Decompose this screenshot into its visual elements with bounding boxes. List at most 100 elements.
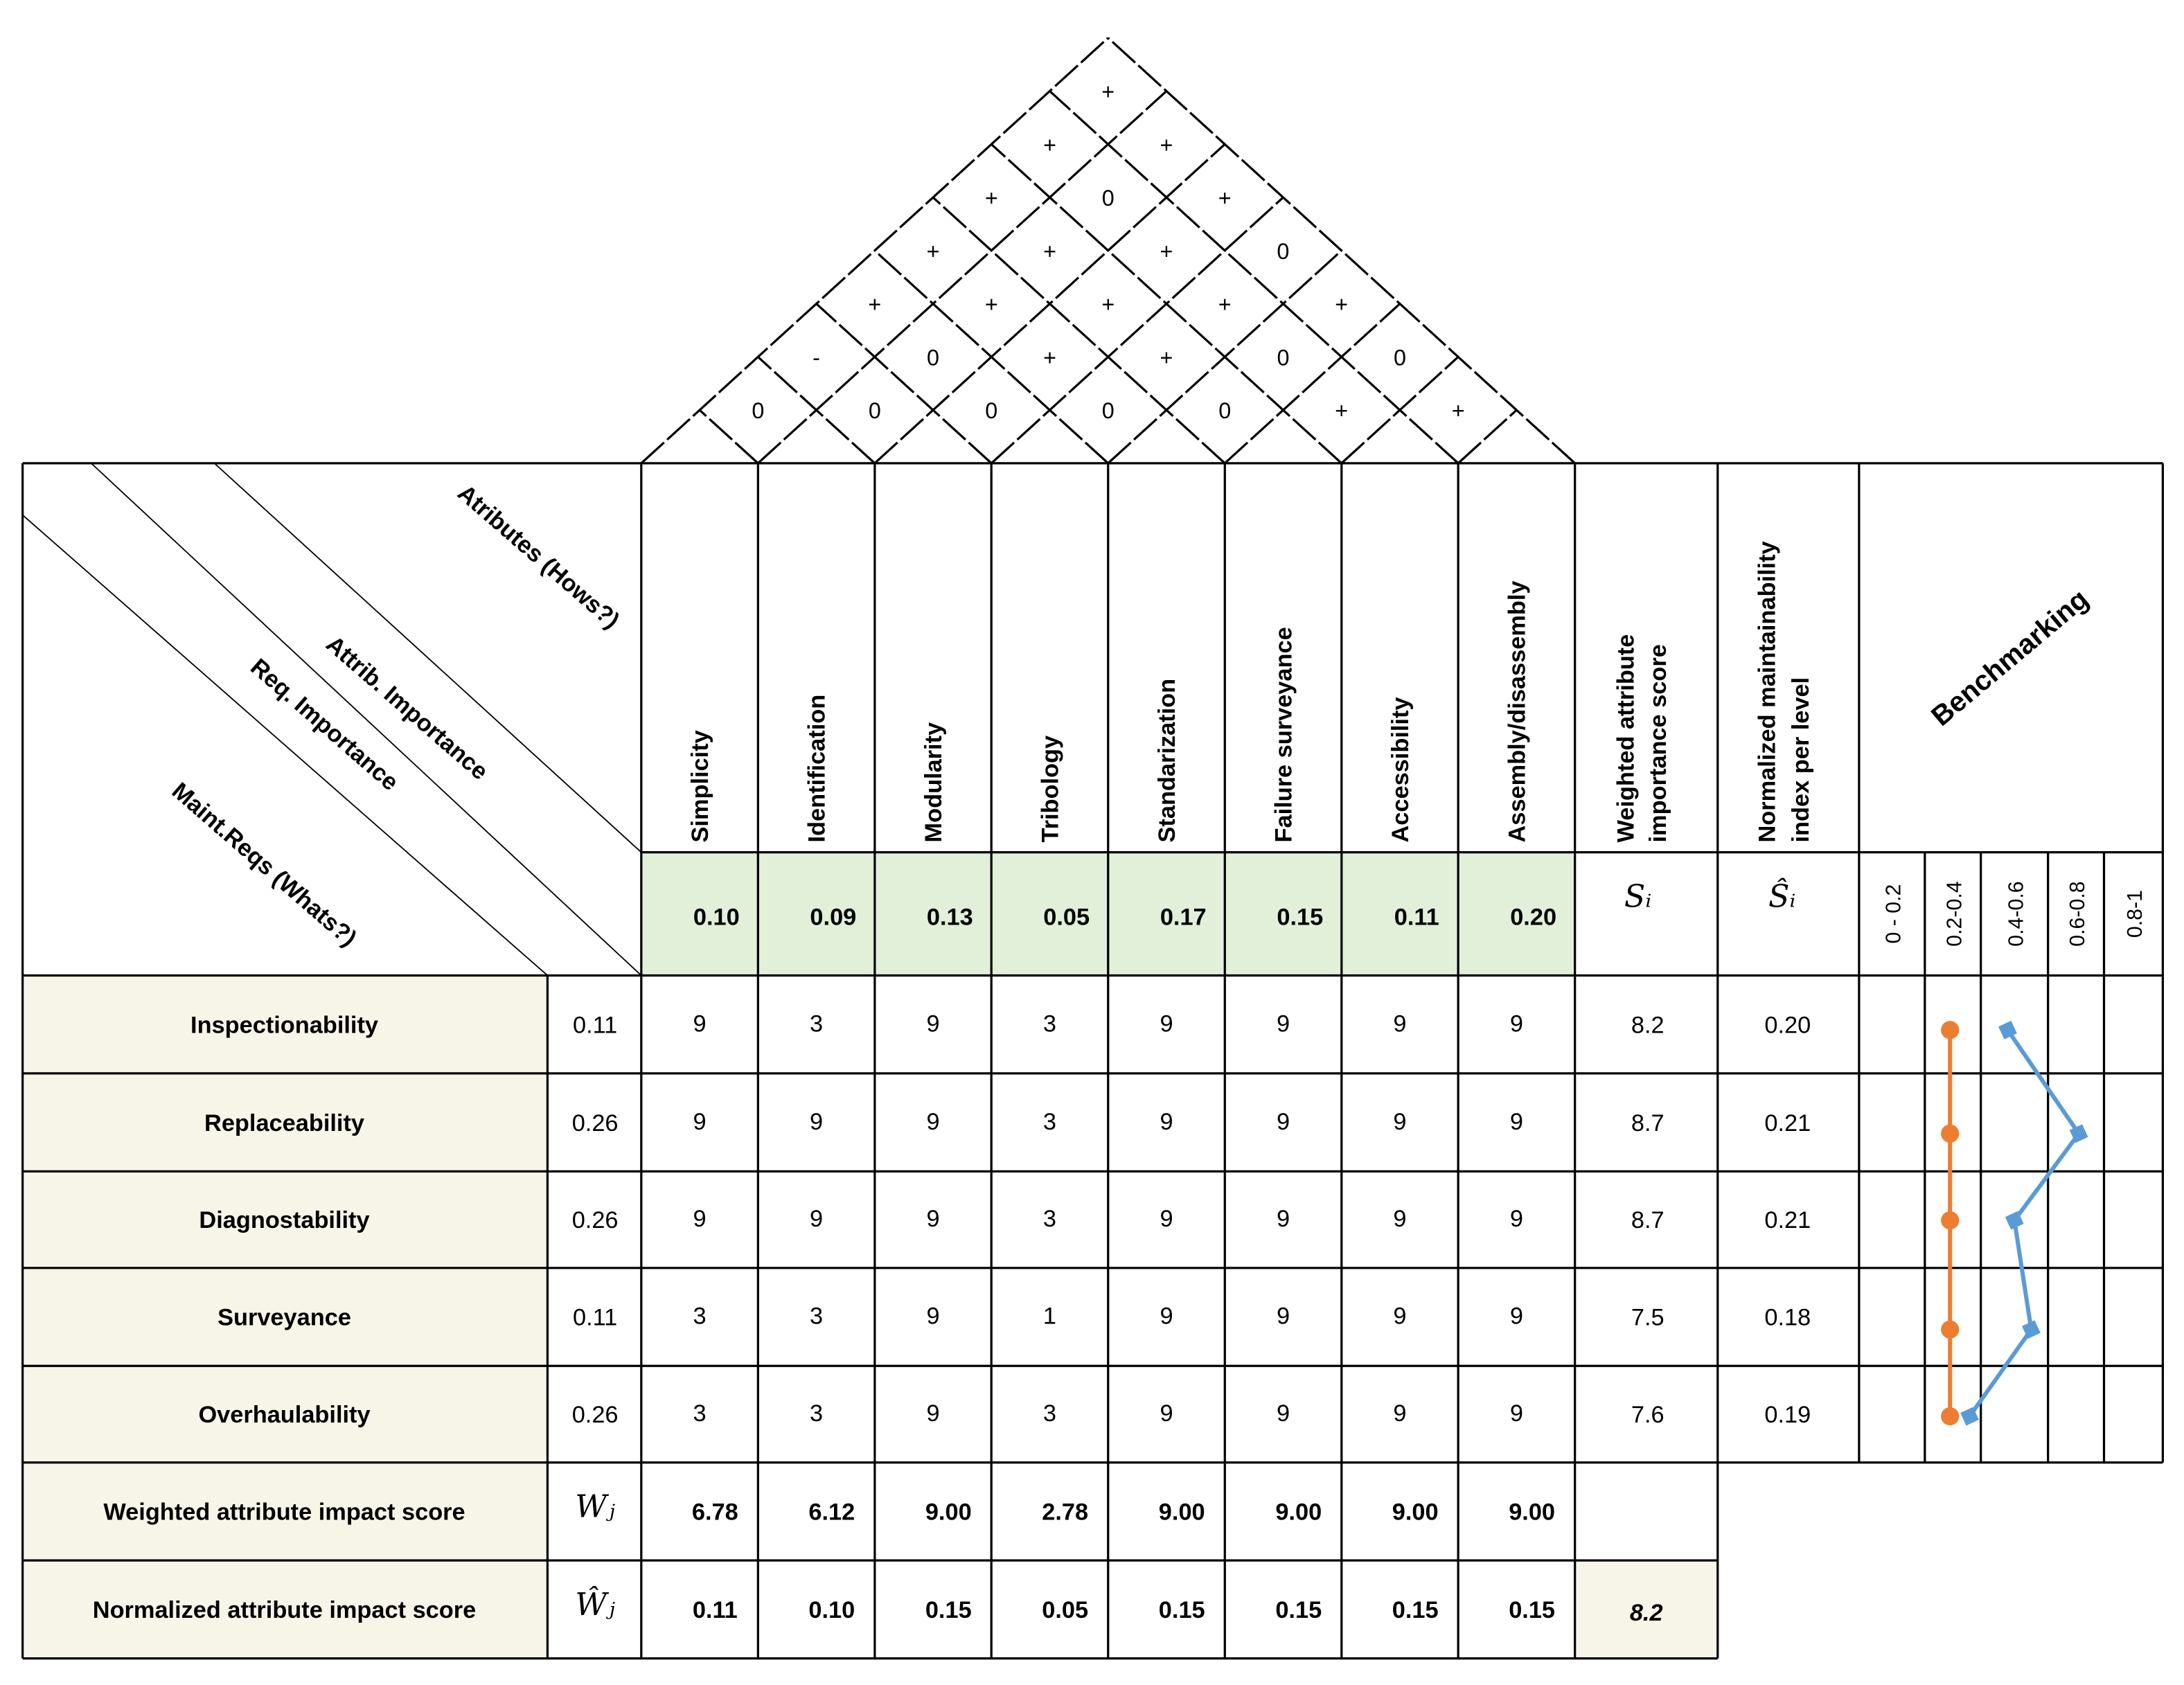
requirement-importance: 0.26 <box>572 1110 619 1136</box>
requirement-name: Overhaulability <box>198 1402 370 1428</box>
normalized-value: 0.10 <box>808 1597 855 1623</box>
normalized-value: 0.05 <box>1042 1597 1088 1623</box>
roof-correlation-symbol: + <box>1043 345 1056 370</box>
benchmark-bin-label: 0.6-0.8 <box>2066 881 2089 946</box>
roof-correlation-symbol: + <box>1160 345 1173 370</box>
table-grid <box>21 462 2165 1660</box>
relationship-value: 9 <box>1160 1206 1173 1232</box>
weighted-value: 2.78 <box>1042 1499 1088 1526</box>
weighted-row-label: Weighted attribute impact score <box>103 1499 465 1526</box>
relationship-value: 9 <box>693 1206 707 1232</box>
relationship-value: 3 <box>1043 1010 1056 1037</box>
weighted-value: 6.12 <box>808 1499 855 1526</box>
norm-value: 0.18 <box>1764 1305 1811 1331</box>
attribute-weight: 0.10 <box>693 904 740 931</box>
normalized-value: 0.15 <box>925 1597 972 1623</box>
roof-correlation-symbol: + <box>1101 79 1115 104</box>
roof-correlation-symbol: + <box>1218 186 1232 211</box>
relationship-value: 9 <box>926 1109 939 1135</box>
attribute-header-5: Failure surveyance <box>1271 627 1297 842</box>
corner-header: Atributes (Hows?) Attrib. Importance Req… <box>22 463 642 977</box>
requirement-importance: 0.26 <box>572 1207 619 1233</box>
relationship-value: 3 <box>1043 1206 1056 1232</box>
normalized-row-label: Normalized attribute impact score <box>93 1597 476 1623</box>
relationship-value: 9 <box>1277 1010 1290 1037</box>
relationship-value: 9 <box>1393 1206 1406 1232</box>
attribute-header-4: Standarization <box>1154 679 1180 843</box>
relationship-value: 9 <box>810 1206 823 1232</box>
roof-line <box>757 356 876 465</box>
roof-correlation-symbol: - <box>813 345 820 370</box>
roof-correlation-symbol: + <box>1452 398 1465 423</box>
weighted-value: 9.00 <box>1509 1499 1555 1526</box>
attribute-weight: 0.11 <box>1394 904 1439 931</box>
score-value: 8.7 <box>1631 1110 1664 1136</box>
weighted-symbol: Wⱼ <box>575 1490 615 1525</box>
normalized-value: 0.15 <box>1159 1597 1205 1623</box>
roof-correlation-symbol: + <box>1160 132 1173 157</box>
requirement-importance: 0.11 <box>573 1305 617 1331</box>
requirement-name: Diagnostability <box>199 1207 369 1233</box>
relationship-value: 9 <box>693 1010 707 1037</box>
benchmark-point <box>1941 1211 1960 1230</box>
label-column-fill <box>22 975 548 1659</box>
attribute-weight: 0.20 <box>1510 904 1556 931</box>
weighted-value: 9.00 <box>1159 1499 1205 1526</box>
requirement-name: Inspectionability <box>190 1012 378 1038</box>
attribute-weight: 0.13 <box>927 904 973 931</box>
relationship-value: 9 <box>1393 1010 1406 1037</box>
relationship-value: 3 <box>1043 1400 1056 1427</box>
score-value: 7.5 <box>1631 1305 1664 1331</box>
attribute-header-1: Identification <box>804 695 831 843</box>
roof-correlation-symbol: 0 <box>1277 239 1289 264</box>
score-header-line1: Weighted attribute <box>1613 634 1640 843</box>
normalized-value: 0.11 <box>693 1597 738 1623</box>
weighted-value: 9.00 <box>1275 1499 1322 1526</box>
total-cell-fill <box>1574 1560 1718 1659</box>
score-value: 7.6 <box>1631 1402 1664 1428</box>
relationship-value: 3 <box>810 1010 823 1037</box>
relationship-value: 9 <box>1510 1303 1523 1330</box>
relationship-value: 3 <box>810 1400 823 1427</box>
normalized-value: 0.15 <box>1392 1597 1439 1623</box>
benchmark-point <box>1998 1020 2017 1040</box>
requirement-importance: 0.11 <box>573 1012 617 1038</box>
relationship-value: 9 <box>1510 1010 1523 1037</box>
benchmark-point <box>1941 1407 1960 1426</box>
normalized-value: 0.15 <box>1509 1597 1555 1623</box>
norm-value: 0.21 <box>1764 1110 1811 1136</box>
roof-correlation-lattice <box>640 37 1576 465</box>
roof-correlation-symbol: 0 <box>1218 398 1231 423</box>
attribute-weight: 0.17 <box>1160 904 1207 931</box>
relationship-value: 9 <box>1160 1400 1173 1427</box>
relationship-value: 9 <box>1393 1400 1406 1427</box>
requirement-name: Replaceability <box>204 1110 364 1136</box>
attribute-weight: 0.05 <box>1043 904 1090 931</box>
benchmark-point <box>1941 1124 1960 1143</box>
relationship-value: 9 <box>1277 1206 1290 1232</box>
relationship-value: 1 <box>1043 1303 1056 1330</box>
roof-line <box>1107 37 1576 465</box>
requirement-name: Surveyance <box>217 1305 351 1331</box>
relationship-value: 9 <box>1160 1109 1173 1135</box>
benchmark-bin-label: 0.4-0.6 <box>2005 881 2027 946</box>
benchmark-bin-label: 0.2-0.4 <box>1943 881 1966 946</box>
roof-correlation-symbol: + <box>868 292 881 317</box>
relationship-value: 9 <box>1510 1206 1523 1232</box>
whats-label: Maint.Reqs (Whats?) <box>167 778 362 952</box>
roof-correlation-symbol: 0 <box>869 398 881 423</box>
roof-correlation-symbol: + <box>1218 292 1232 317</box>
roof-correlation-symbol: 0 <box>927 345 939 370</box>
roof-correlation-symbol: 0 <box>1277 345 1289 370</box>
roof-line <box>932 196 1226 465</box>
benchmark-point <box>1960 1407 1979 1426</box>
relationship-value: 9 <box>1393 1109 1406 1135</box>
roof-correlation-symbol: + <box>985 186 998 211</box>
benchmark-title: Benchmarking <box>1925 582 2095 732</box>
relationship-value: 9 <box>1277 1109 1290 1135</box>
roof-line <box>1224 303 1401 465</box>
attribute-header-2: Modularity <box>921 722 947 843</box>
roof-line <box>757 90 1168 465</box>
relationship-value: 3 <box>693 1303 707 1330</box>
